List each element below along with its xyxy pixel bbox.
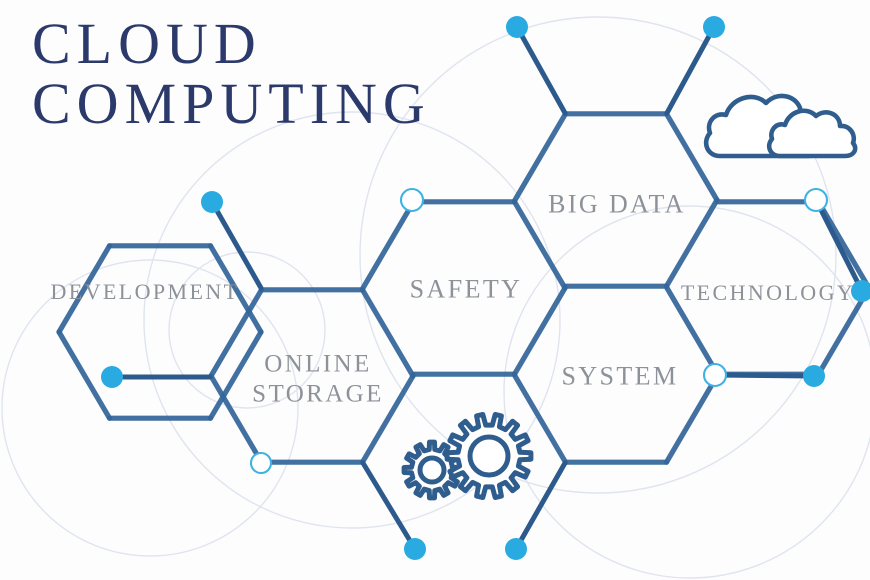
conn-dev-top (209, 199, 264, 291)
node-dev-top[interactable] (201, 191, 223, 213)
connector-layer (109, 24, 865, 552)
node-system-right[interactable] (702, 362, 728, 388)
node-dev-left[interactable] (101, 366, 123, 388)
hex-development-edge (56, 243, 113, 335)
hexagon-layer (56, 111, 870, 465)
hex-safety-edge (511, 285, 568, 377)
hex-big-data-edge (512, 111, 569, 203)
conn-system-bottom (513, 460, 568, 552)
node-storage-bottom[interactable] (404, 538, 426, 560)
node-system-bottom[interactable] (505, 538, 527, 560)
node-safety-topleft[interactable] (399, 187, 425, 213)
node-system-far-right[interactable] (803, 365, 825, 387)
hex-safety-edge (360, 199, 417, 291)
hex-development-edge (207, 329, 264, 421)
icon-layer (401, 93, 858, 501)
hex-big-data-edge (663, 111, 720, 203)
hex-technology-edge (815, 285, 870, 377)
decor-circle-small (168, 251, 326, 409)
hex-development-edge (207, 243, 264, 335)
hex-development-edge (56, 329, 113, 421)
decor-circle-left (1, 259, 299, 557)
decorative-circles-layer (1, 16, 870, 579)
conn-bigdata-left (514, 24, 568, 116)
node-tech-far-right[interactable] (851, 280, 870, 302)
node-bigdata-top-left[interactable] (506, 16, 528, 38)
node-tech-topright[interactable] (803, 187, 829, 213)
hex-system-edge (512, 373, 569, 465)
decor-circle-center (143, 111, 561, 529)
hex-online-storage-edge (208, 373, 265, 465)
hex-online-storage-edge (359, 287, 416, 379)
node-dev-bottom[interactable] (249, 451, 273, 475)
gear-large-hub (467, 434, 511, 478)
node-bigdata-top-right[interactable] (703, 16, 725, 38)
hex-technology-edge (664, 285, 721, 377)
node-layer (101, 16, 870, 560)
cloud-icon (703, 93, 858, 159)
hex-system-edge (663, 373, 720, 465)
hex-big-data-edge (663, 197, 720, 289)
conn-system-right (712, 372, 817, 379)
decor-circle-right (503, 205, 870, 579)
conn-bigdata-right (664, 24, 717, 116)
conn-storage-bottom (360, 460, 418, 552)
hex-online-storage-edge (208, 287, 265, 379)
hex-safety-edge (511, 199, 568, 291)
conn-tech-right (813, 197, 865, 294)
decor-circle-bigdata (359, 16, 837, 494)
gear-small-hub (417, 455, 447, 485)
cloud-front-shape (766, 108, 858, 159)
hex-online-storage-edge (359, 373, 416, 465)
